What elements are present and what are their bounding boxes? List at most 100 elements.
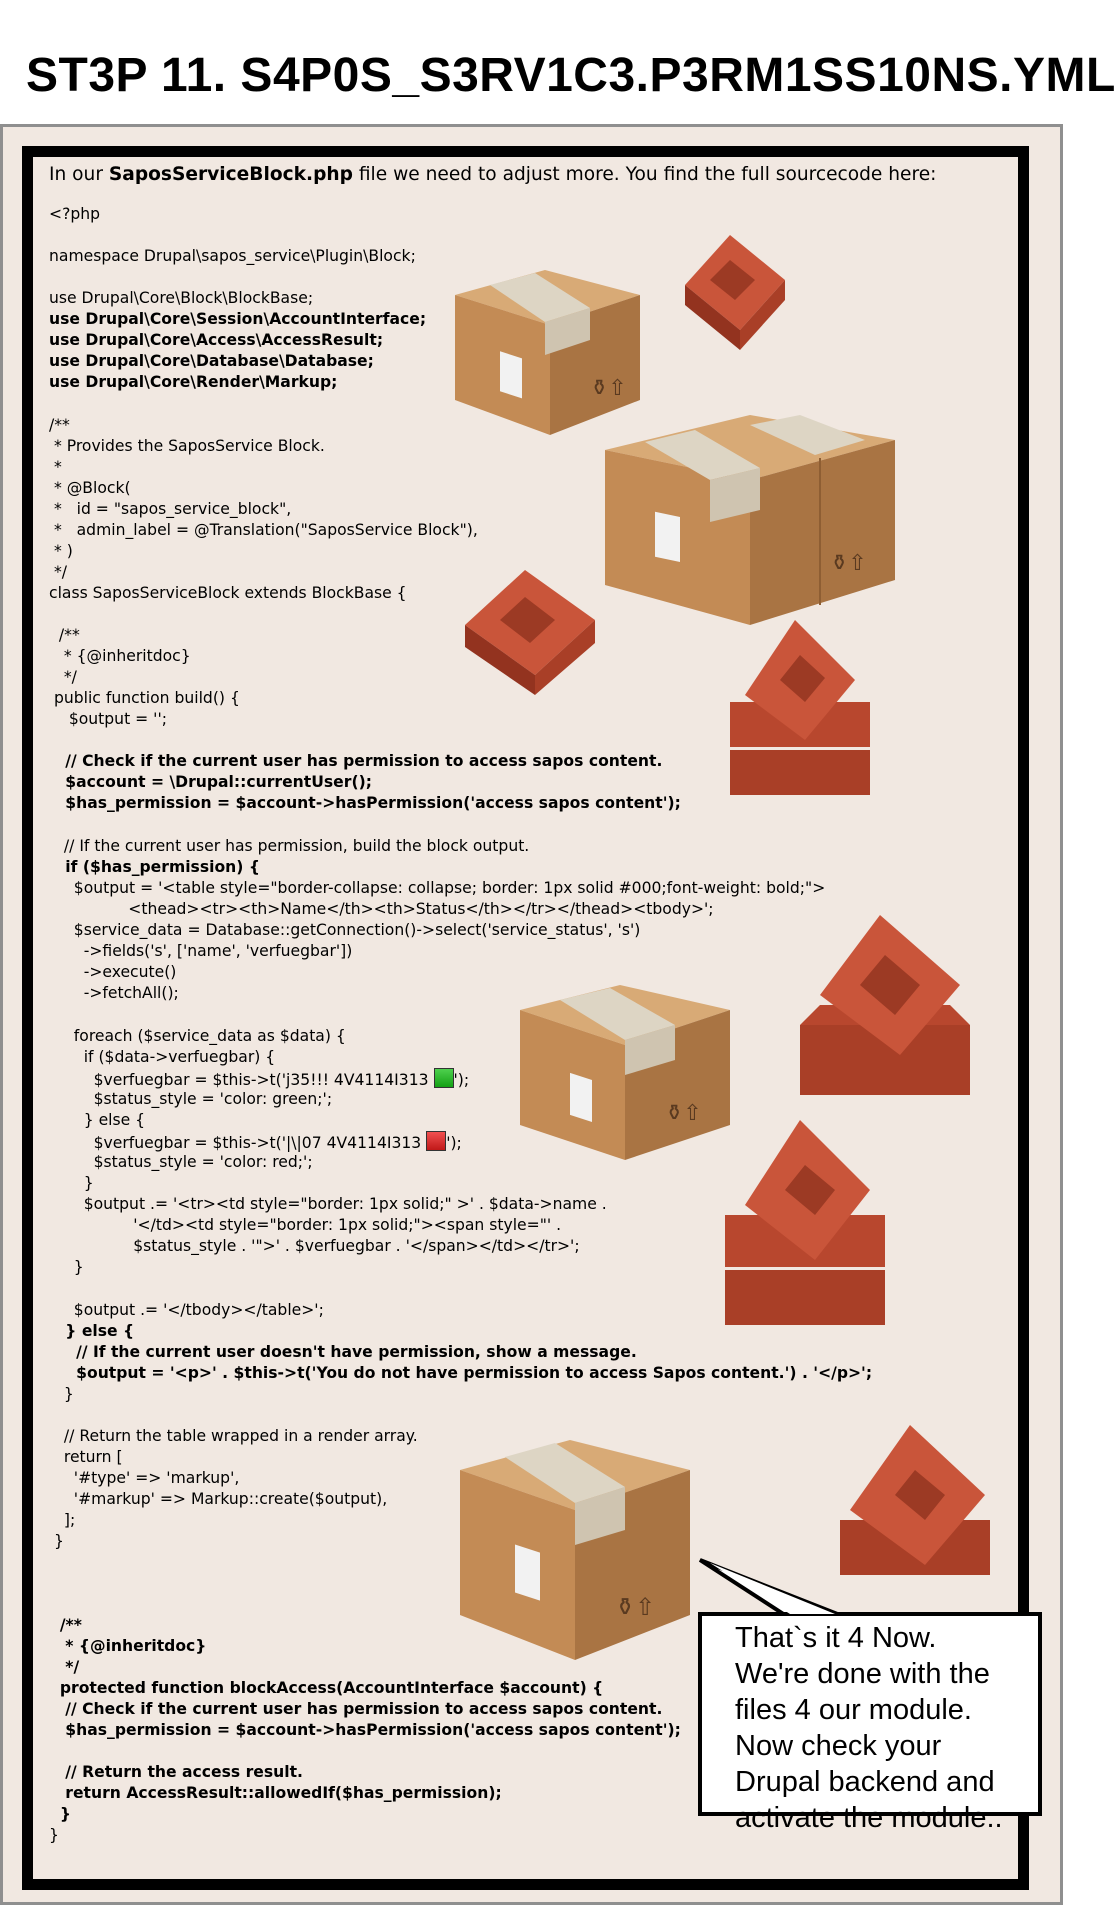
- code-text: $service_data = Database::getConnection(…: [49, 921, 641, 939]
- code-line: /**: [49, 1615, 82, 1636]
- intro-prefix: In our: [49, 164, 109, 185]
- code-text: if ($data->verfuegbar) {: [49, 1048, 276, 1066]
- code-line: // If the current user doesn't have perm…: [49, 1342, 637, 1363]
- code-text: <thead><tr><th>Name</th><th>Status</th><…: [49, 900, 714, 918]
- code-line: foreach ($service_data as $data) {: [49, 1026, 346, 1047]
- code-text: $verfuegbar = $this->t('j35!!! 4V4114I31…: [49, 1071, 434, 1089]
- code-text: '#markup' => Markup::create($output),: [49, 1490, 388, 1508]
- code-line: $output .= '<tr><td style="border: 1px s…: [49, 1194, 607, 1215]
- code-text: protected function blockAccess(AccountIn…: [49, 1679, 604, 1697]
- code-line: public function build() {: [49, 688, 240, 709]
- svg-text:⚱⇧: ⚱⇧: [590, 376, 627, 401]
- code-line: $status_style = 'color: green;';: [49, 1089, 332, 1110]
- code-line: if ($has_permission) {: [49, 857, 260, 878]
- code-text: public function build() {: [49, 689, 240, 707]
- svg-text:⚱⇧: ⚱⇧: [830, 551, 867, 576]
- code-line: $account = \Drupal::currentUser();: [49, 772, 372, 793]
- svg-text:⚱⇧: ⚱⇧: [615, 1593, 655, 1621]
- brick-stack-icon: [725, 1120, 885, 1325]
- code-text: // Check if the current user has permiss…: [49, 1700, 663, 1718]
- code-text: /**: [49, 416, 70, 434]
- code-line: namespace Drupal\sapos_service\Plugin\Bl…: [49, 246, 416, 267]
- code-text: ->fields('s', ['name', 'verfuegbar']): [49, 942, 353, 960]
- code-text: '</td><td style="border: 1px solid;"><sp…: [49, 1216, 562, 1234]
- code-line: } else {: [49, 1321, 134, 1342]
- code-text: */: [49, 563, 68, 581]
- code-line: use Drupal\Core\Session\AccountInterface…: [49, 309, 426, 330]
- brick-stack-icon: [800, 915, 970, 1095]
- code-text: $status_style = 'color: red;';: [49, 1153, 313, 1171]
- code-text: // If the current user has permission, b…: [49, 837, 530, 855]
- code-line: class SaposServiceBlock extends BlockBas…: [49, 583, 407, 604]
- code-line: * Provides the SaposService Block.: [49, 436, 325, 457]
- code-text: * @Block(: [49, 479, 131, 497]
- code-line: $has_permission = $account->hasPermissio…: [49, 1720, 681, 1741]
- code-line: use Drupal\Core\Database\Database;: [49, 351, 374, 372]
- code-line: $verfuegbar = $this->t('|\|07 4V4114I313…: [49, 1131, 462, 1154]
- code-text: /**: [49, 626, 80, 644]
- code-line: * {@inheritdoc}: [49, 1636, 206, 1657]
- code-text: $output = '<table style="border-collapse…: [49, 879, 826, 897]
- code-line: }: [49, 1384, 74, 1405]
- code-text: $output = '<p>' . $this->t('You do not h…: [49, 1364, 873, 1382]
- code-text: // Check if the current user has permiss…: [49, 752, 663, 770]
- cardboard-box-icon: ⚱⇧: [460, 1440, 690, 1660]
- code-line: * ): [49, 541, 73, 562]
- code-line: // Return the table wrapped in a render …: [49, 1426, 418, 1447]
- speech-bubble: [698, 1558, 1042, 1816]
- code-line: /**: [49, 415, 70, 436]
- code-line: $output .= '</tbody></table>';: [49, 1300, 324, 1321]
- code-line: ];: [49, 1510, 75, 1531]
- code-line: use Drupal\Core\Render\Markup;: [49, 372, 337, 393]
- code-text: // Return the table wrapped in a render …: [49, 1427, 418, 1445]
- code-text: $status_style . '">' . $verfuegbar . '</…: [49, 1237, 580, 1255]
- code-text: ->fetchAll();: [49, 984, 179, 1002]
- code-line: ->fields('s', ['name', 'verfuegbar']): [49, 941, 353, 962]
- code-text: } else {: [49, 1322, 135, 1340]
- code-line: use Drupal\Core\Access\AccessResult;: [49, 330, 383, 351]
- code-text: * {@inheritdoc}: [49, 647, 191, 665]
- code-text: }: [49, 1385, 74, 1403]
- svg-text:⚱⇧: ⚱⇧: [665, 1101, 702, 1126]
- code-text: return AccessResult::allowedIf($has_perm…: [49, 1784, 502, 1802]
- code-text-after: ');: [446, 1134, 462, 1152]
- code-line: ->fetchAll();: [49, 983, 179, 1004]
- code-text: use Drupal\Core\Database\Database;: [49, 352, 374, 370]
- cardboard-box-icon: ⚱⇧: [520, 985, 730, 1160]
- cardboard-boxes-icon: ⚱⇧: [605, 415, 895, 625]
- code-line: '#markup' => Markup::create($output),: [49, 1489, 387, 1510]
- code-line: <thead><tr><th>Name</th><th>Status</th><…: [49, 899, 714, 920]
- code-text: use Drupal\Core\Session\AccountInterface…: [49, 310, 427, 328]
- code-text: */: [49, 668, 77, 686]
- code-text: }: [49, 1826, 59, 1844]
- code-text: use Drupal\Core\Render\Markup;: [49, 373, 338, 391]
- code-line: protected function blockAccess(AccountIn…: [49, 1678, 603, 1699]
- speech-bubble-text: That`s it 4 Now. We're done with the fil…: [735, 1622, 1003, 1834]
- code-line: // Check if the current user has permiss…: [49, 1699, 662, 1720]
- code-line: <?php: [49, 204, 100, 225]
- code-text: * id = "sapos_service_block",: [49, 500, 292, 518]
- code-text: use Drupal\Core\Access\AccessResult;: [49, 331, 384, 349]
- code-line: }: [49, 1173, 94, 1194]
- code-text: }: [49, 1174, 94, 1192]
- code-text: // If the current user doesn't have perm…: [49, 1343, 637, 1361]
- code-text: '#type' => 'markup',: [49, 1469, 240, 1487]
- code-text: namespace Drupal\sapos_service\Plugin\Bl…: [49, 247, 416, 265]
- code-line: * {@inheritdoc}: [49, 646, 191, 667]
- code-text: * ): [49, 542, 73, 560]
- code-line: * @Block(: [49, 478, 131, 499]
- code-line: * id = "sapos_service_block",: [49, 499, 291, 520]
- intro-text: In our SaposServiceBlock.php file we nee…: [49, 164, 936, 185]
- code-line: return [: [49, 1447, 123, 1468]
- code-text: // Return the access result.: [49, 1763, 303, 1781]
- code-text: * {@inheritdoc}: [49, 1637, 207, 1655]
- code-line: */: [49, 667, 77, 688]
- code-line: if ($data->verfuegbar) {: [49, 1047, 276, 1068]
- code-line: return AccessResult::allowedIf($has_perm…: [49, 1783, 502, 1804]
- code-line: $output = '<p>' . $this->t('You do not h…: [49, 1363, 872, 1384]
- code-line: ->execute(): [49, 962, 177, 983]
- code-line: '</td><td style="border: 1px solid;"><sp…: [49, 1215, 561, 1236]
- red-square-icon: [426, 1131, 447, 1151]
- code-line: }: [49, 1257, 84, 1278]
- brick-icon: [465, 570, 595, 695]
